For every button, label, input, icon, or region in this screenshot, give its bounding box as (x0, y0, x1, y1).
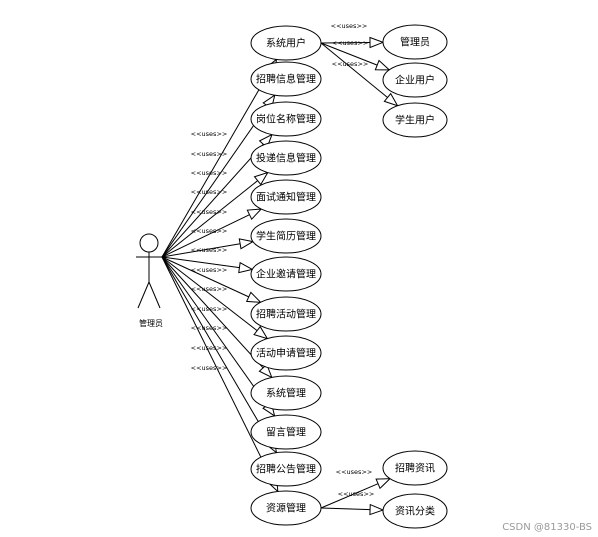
uses-label: <<uses>> (332, 39, 369, 47)
sub-use-case-label: 学生用户 (395, 114, 435, 127)
use-case-ellipse (250, 256, 322, 292)
use-case-ellipse (250, 490, 322, 526)
uses-arrow-uc3 (161, 133, 273, 258)
uses-arrow-uc5 (161, 208, 263, 258)
use-case-uc6: 学生简历管理 (250, 218, 322, 254)
uses-label: <<uses>> (191, 285, 228, 293)
actor-administrator: 管理员 (136, 233, 163, 328)
use-case-ellipse (250, 451, 322, 487)
uses-label: <<uses>> (336, 468, 373, 476)
uses-label: <<uses>> (191, 130, 228, 138)
uses-label: <<uses>> (191, 364, 228, 372)
use-case-ellipse (250, 25, 322, 61)
use-case-label: 系统用户 (266, 37, 306, 50)
use-case-ellipse (250, 179, 322, 215)
uses-label: <<uses>> (191, 150, 228, 158)
uses-arrow-uc8 (161, 256, 262, 303)
use-case-label: 学生简历管理 (256, 230, 316, 243)
use-case-uc4: 投递信息管理 (250, 140, 322, 176)
uses-label: <<uses>> (191, 227, 228, 235)
use-case-ellipse (250, 335, 322, 371)
use-case-label: 投递信息管理 (256, 152, 316, 165)
uses-arrow-s4 (320, 478, 392, 509)
sub-use-case-ellipse (382, 102, 448, 138)
uses-label: <<uses>> (338, 490, 375, 498)
use-case-uc2: 招聘信息管理 (250, 61, 322, 97)
use-case-ellipse (250, 414, 322, 450)
actor-head (139, 233, 159, 253)
actor-left-leg (137, 281, 150, 309)
uses-arrow-uc7 (161, 256, 254, 274)
uses-label: <<uses>> (191, 266, 228, 274)
uses-label: <<uses>> (191, 169, 228, 177)
sub-use-case-s5: 资讯分类 (382, 493, 448, 529)
use-case-ellipse (250, 375, 322, 411)
uses-label: <<uses>> (331, 22, 368, 30)
uses-label: <<uses>> (191, 208, 228, 216)
uses-arrow-s2 (320, 42, 391, 71)
uses-label: <<uses>> (191, 246, 228, 254)
uses-label: <<uses>> (191, 324, 228, 332)
use-case-ellipse (250, 140, 322, 176)
sub-use-case-label: 招聘资讯 (395, 462, 435, 475)
use-case-label: 系统管理 (266, 387, 306, 400)
sub-use-case-label: 企业用户 (395, 74, 435, 87)
use-case-label: 岗位名称管理 (256, 113, 316, 126)
sub-use-case-ellipse (382, 450, 448, 486)
sub-use-case-s1: 管理员 (382, 24, 448, 60)
uses-arrow-uc10 (161, 256, 273, 379)
uses-label: <<uses>> (332, 60, 369, 68)
actor-right-leg (148, 281, 161, 309)
sub-use-case-ellipse (382, 62, 448, 98)
sub-use-case-s2: 企业用户 (382, 62, 448, 98)
uses-arrow-uc9 (161, 256, 269, 340)
use-case-label: 资源管理 (266, 502, 306, 515)
sub-use-case-s3: 学生用户 (382, 102, 448, 138)
actor-label: 管理员 (139, 318, 163, 328)
use-case-uc1: 系统用户 (250, 25, 322, 61)
use-case-uc9: 活动申请管理 (250, 335, 322, 371)
uses-label: <<uses>> (191, 188, 228, 196)
use-case-ellipse (250, 61, 322, 97)
use-case-ellipse (250, 296, 322, 332)
uses-arrow-uc4 (161, 171, 269, 258)
uses-arrow-s1 (320, 36, 385, 49)
sub-use-case-ellipse (382, 24, 448, 60)
use-case-ellipse (250, 218, 322, 254)
use-case-label: 招聘公告管理 (256, 463, 316, 476)
use-case-uc13: 资源管理 (250, 490, 322, 526)
uses-arrow-uc6 (161, 238, 255, 258)
uses-arrow-s5 (320, 503, 385, 516)
sub-use-case-ellipse (382, 493, 448, 529)
use-case-label: 企业邀请管理 (256, 268, 316, 281)
use-case-ellipse (250, 101, 322, 137)
watermark: CSDN @81330-BS (502, 522, 592, 533)
sub-use-case-s4: 招聘资讯 (382, 450, 448, 486)
uses-arrow-s3 (320, 42, 399, 107)
use-case-uc5: 面试通知管理 (250, 179, 322, 215)
use-case-uc11: 留言管理 (250, 414, 322, 450)
use-case-uc12: 招聘公告管理 (250, 451, 322, 487)
use-case-uc3: 岗位名称管理 (250, 101, 322, 137)
use-case-label: 留言管理 (266, 426, 306, 439)
uses-label: <<uses>> (191, 344, 228, 352)
sub-use-case-label: 资讯分类 (395, 505, 435, 518)
use-case-uc10: 系统管理 (250, 375, 322, 411)
uses-labels: <<uses>> <<uses>> <<uses>> <<uses>> <<uses>>… (191, 22, 375, 498)
sub-use-case-label: 管理员 (400, 36, 430, 49)
use-case-uc7: 企业邀请管理 (250, 256, 322, 292)
use-case-label: 招聘信息管理 (256, 73, 316, 86)
use-case-nodes: 系统用户招聘信息管理岗位名称管理投递信息管理面试通知管理学生简历管理企业邀请管理… (250, 24, 448, 529)
uses-label: <<uses>> (191, 305, 228, 313)
use-case-label: 面试通知管理 (256, 191, 316, 204)
use-case-uc8: 招聘活动管理 (250, 296, 322, 332)
use-case-label: 活动申请管理 (256, 347, 316, 360)
use-case-label: 招聘活动管理 (256, 308, 316, 321)
